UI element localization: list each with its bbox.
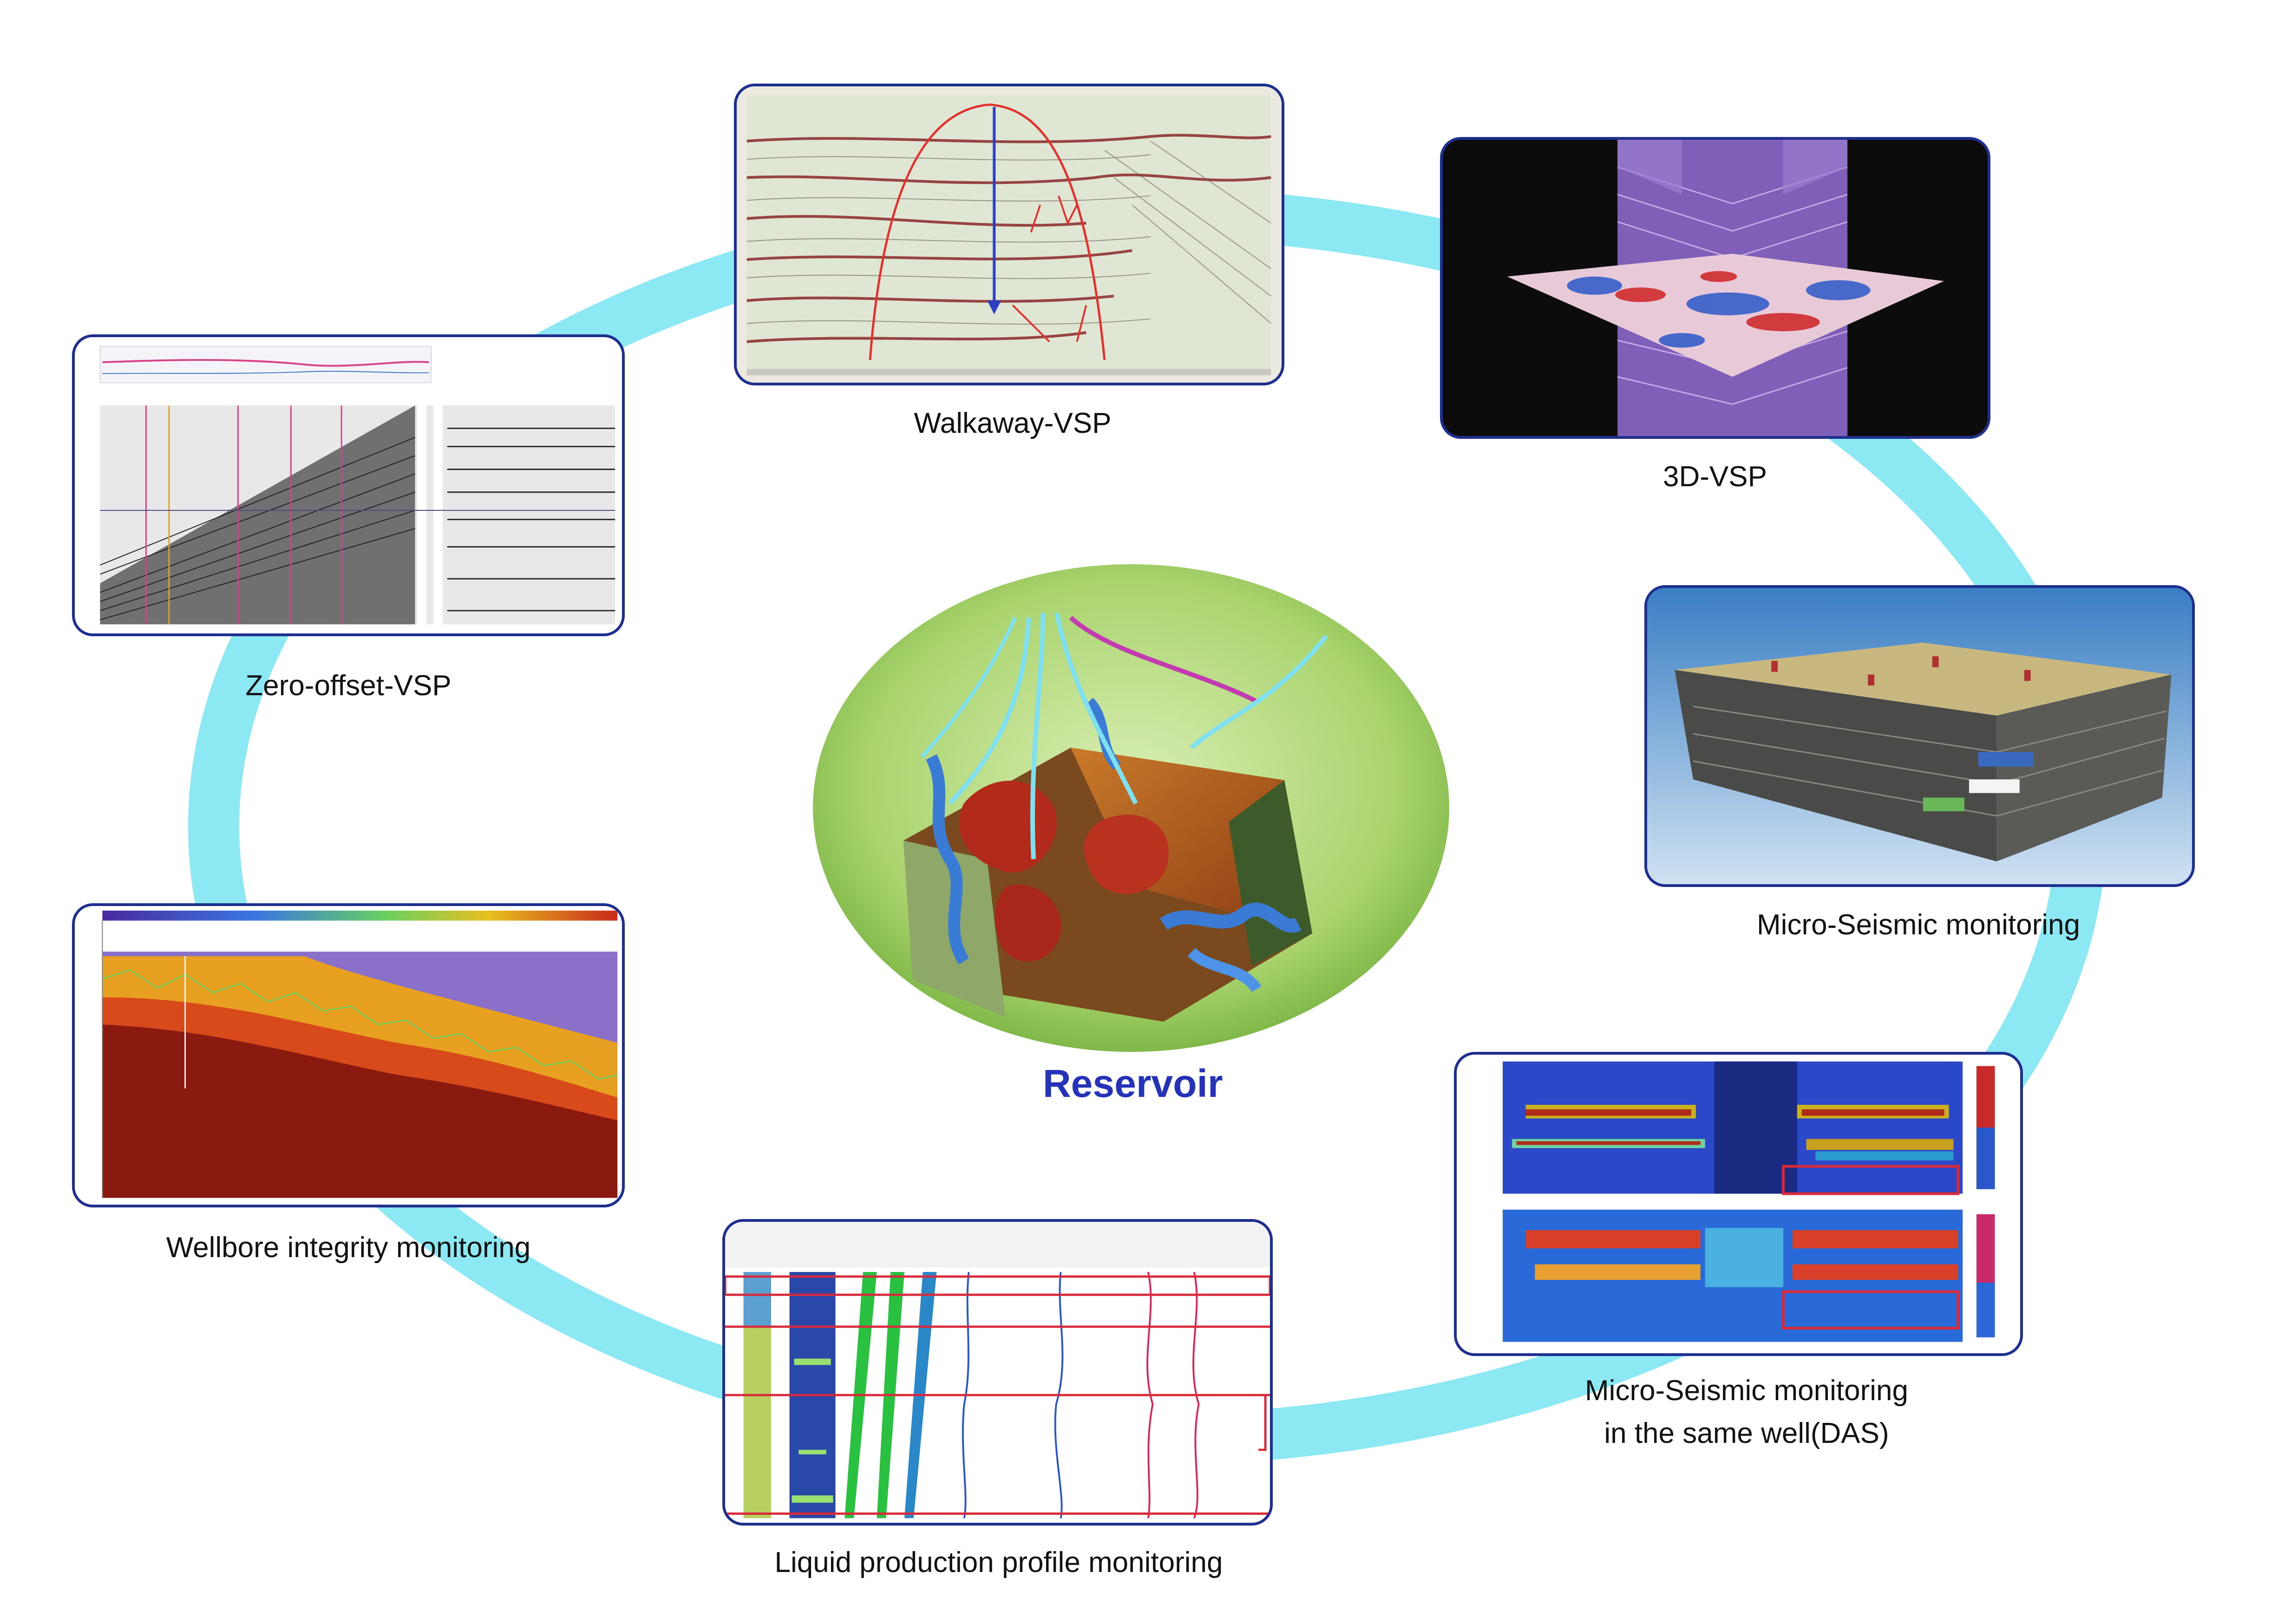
- das-caption-line2: in the same well(DAS): [1604, 1417, 1889, 1449]
- walkaway-seismic-section: [737, 86, 1282, 383]
- micro-seismic-panel: [1644, 585, 2195, 887]
- reservoir-model-image: [811, 562, 1452, 1054]
- das-monitoring-panel: [1454, 1052, 2023, 1356]
- wellbore-integrity-caption: Wellbore integrity monitoring: [166, 1232, 531, 1264]
- wellbore-heatmap-image: [75, 906, 622, 1205]
- liquid-production-caption: Liquid production profile monitoring: [774, 1546, 1223, 1578]
- zero-offset-vsp-caption: Zero-offset-VSP: [245, 670, 452, 702]
- das-caption-line1: Micro-Seismic monitoring: [1585, 1375, 1908, 1407]
- vsp-3d-cube-image: [1443, 140, 1988, 436]
- reservoir-title: Reservoir: [1043, 1062, 1223, 1105]
- walkaway-vsp-panel: [734, 84, 1284, 385]
- vsp-3d-panel: [1440, 137, 1990, 439]
- walkaway-vsp-caption: Walkaway-VSP: [914, 407, 1112, 439]
- zero-offset-vsp-panel: [72, 334, 625, 636]
- production-log-image: [725, 1222, 1270, 1523]
- zero-offset-vsp-image: [75, 337, 622, 633]
- liquid-production-panel: [722, 1219, 1273, 1526]
- vsp-3d-caption: 3D-VSP: [1663, 461, 1767, 493]
- das-waterfall-image: [1457, 1055, 2020, 1353]
- micro-seismic-caption: Micro-Seismic monitoring: [1757, 909, 2080, 941]
- micro-seismic-3d-model: [1647, 588, 2192, 884]
- wellbore-integrity-panel: [72, 903, 625, 1207]
